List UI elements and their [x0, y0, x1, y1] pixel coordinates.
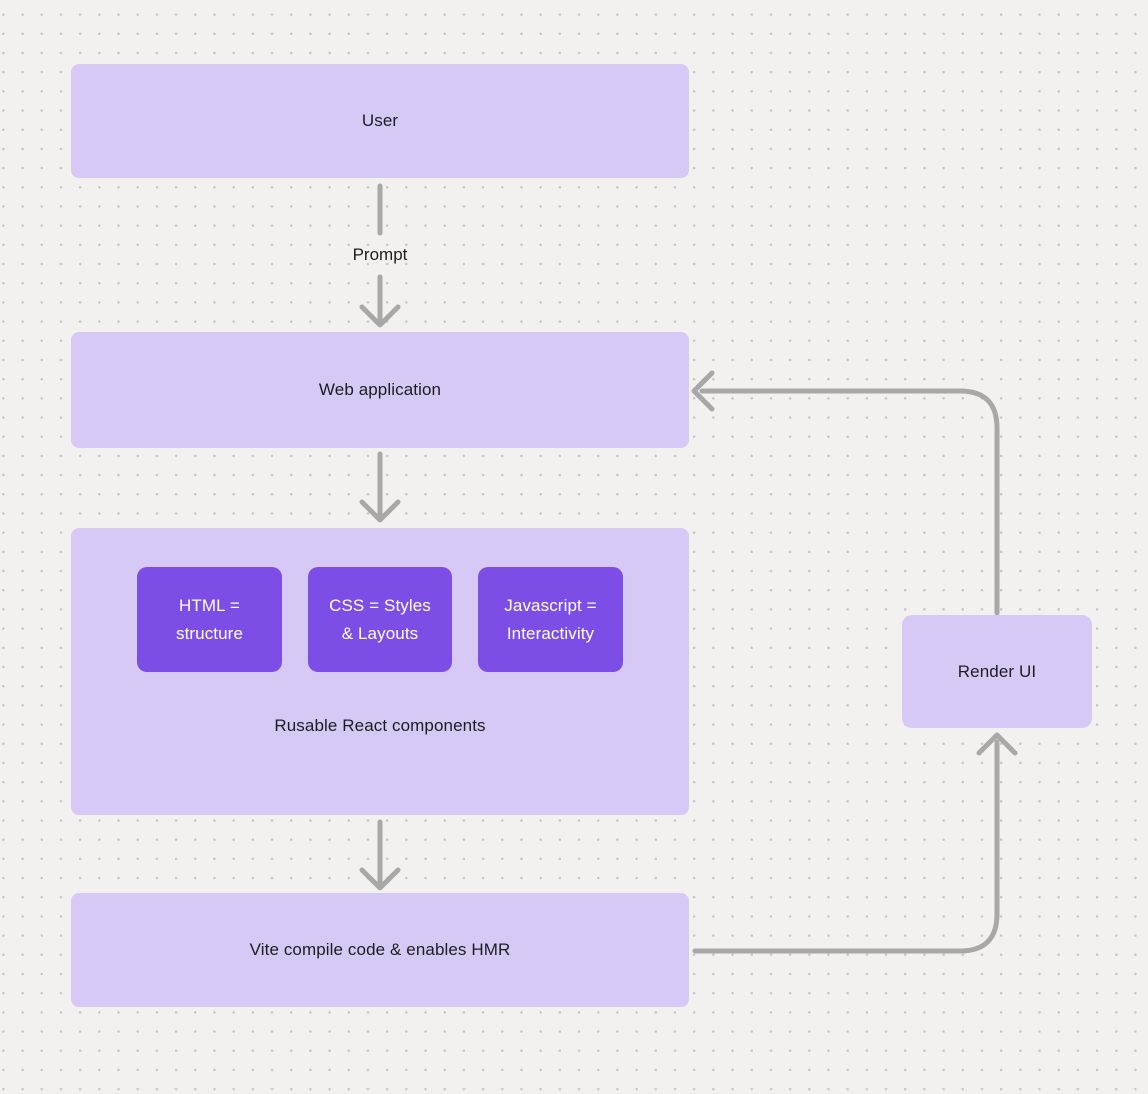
node-html-label: HTML = structure [175, 595, 244, 643]
arrow-render-to-webapp [699, 388, 1000, 616]
arrowhead-down-icon [359, 304, 401, 328]
arrowhead-down-icon [359, 499, 401, 523]
node-web-application: Web application [71, 332, 689, 448]
node-render-ui: Render UI [902, 615, 1092, 728]
edge-label-prompt: Prompt [352, 245, 408, 264]
node-render-ui-label: Render UI [957, 661, 1037, 681]
node-user: User [71, 64, 689, 178]
arrowhead-up-icon [976, 732, 1018, 756]
components-group-caption: Rusable React components [274, 716, 486, 735]
node-css: CSS = Styles & Layouts [308, 567, 452, 672]
node-user-label: User [361, 111, 399, 130]
node-css-label: CSS = Styles & Layouts [329, 595, 431, 643]
node-vite-label: Vite compile code & enables HMR [249, 940, 511, 959]
node-javascript: Javascript = Interactivity [478, 567, 623, 672]
arrow-vite-to-render [692, 739, 1000, 954]
arrowhead-left-icon [691, 370, 715, 412]
node-web-application-label: Web application [318, 380, 442, 399]
arrowhead-down-icon [359, 867, 401, 891]
node-html: HTML = structure [137, 567, 282, 672]
node-components-group: HTML = structure CSS = Styles & Layouts … [71, 528, 689, 815]
node-javascript-label: Javascript = Interactivity [504, 595, 597, 643]
node-vite: Vite compile code & enables HMR [71, 893, 689, 1007]
